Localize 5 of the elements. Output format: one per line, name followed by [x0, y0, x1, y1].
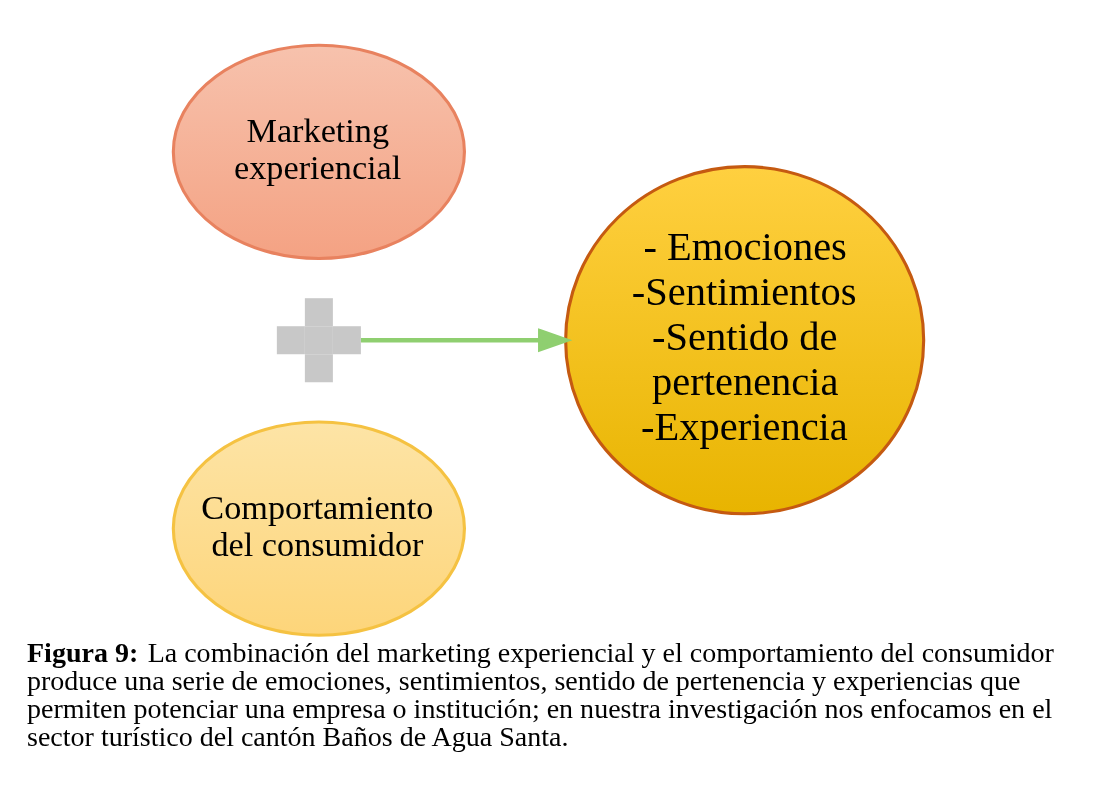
node-ellipse: Marketing experiencial [171, 43, 466, 261]
node-ellipse: Comportamiento del consumidor [171, 420, 466, 637]
caption: Figura 9: La combinación del marketing experiencial y el comportamiento del consumidor produce una serie de emociones, sentimientos, sentido de pertenencia y experiencias que permiten potenciar una empresa o institución; en nuestra investigación nos enfocamos en el sector turístico del cantón Baños de Agua Santa. [26, 637, 1054, 753]
arrow [360, 328, 573, 353]
node-circle: - Emociones -Sentimientos -Sentido de pertenencia -Experiencia [564, 165, 926, 516]
